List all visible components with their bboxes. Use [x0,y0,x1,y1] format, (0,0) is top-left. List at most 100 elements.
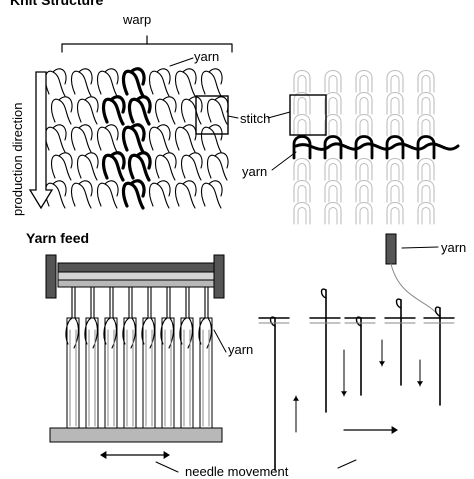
warp-loop [206,154,228,181]
weft-loop [324,113,342,137]
bed-arrow-right [163,451,170,459]
weft-loop-inner [390,207,400,225]
weft-loop-inner [390,75,400,93]
warp-loop [206,98,228,125]
needle-bed [49,427,223,443]
sequence-arrow [391,426,398,434]
roller-end-left [45,254,57,299]
warp-loop [174,126,196,153]
weft-loop [293,201,311,225]
weft-loop-inner [390,119,400,137]
callout-stitch [227,115,239,119]
weft-loop-inner [328,75,338,93]
warp-loop [200,70,222,97]
weft-loop [417,201,435,225]
warp-loop [70,182,92,209]
warp-loop-overlap [156,68,171,85]
warp-loop [121,125,145,154]
warp-loop [50,154,72,181]
weft-loop-inner [297,119,307,137]
warp-loop-overlap [78,68,93,85]
weft-loop [355,69,373,93]
weft-loop-inner [421,75,431,93]
roller-top [57,262,215,273]
needle-body [66,317,80,429]
warp-loop-overlap [84,96,99,113]
warp-loop [44,126,66,153]
weft-loop-inner [359,97,369,115]
warp-loop-overlap [156,180,171,197]
needle-sequence [258,233,455,471]
warp-loop [127,97,151,126]
weft-loop-inner [359,119,369,137]
weft-loop [324,201,342,225]
warp-loop-overlap [182,124,197,141]
warp-loop [200,126,222,153]
weft-loop [355,157,373,181]
needle-movement-label: needle movement [185,464,289,479]
warp-loop [96,126,118,153]
warp-loop-overlap [208,124,223,141]
needle-hook [320,288,327,299]
weft-loop [386,157,404,181]
needle-body [85,317,99,429]
warp-loop-overlap [78,180,93,197]
callout-needle-movement-left [155,461,179,473]
production-direction-label: production direction [10,102,25,216]
needle-groove [69,329,77,427]
warp-loop [101,153,125,182]
production-direction-arrow [28,71,54,210]
stitch-box-weft [289,94,327,136]
warp-loop-overlap [135,95,152,114]
warp-loop-overlap [156,124,171,141]
stitch-label: stitch [240,111,271,126]
needle-hook [434,306,441,317]
weft-loop [293,91,311,115]
weft-loop-inner [297,185,307,203]
warp-loop [180,154,202,181]
needle-up-arrow [293,396,299,401]
needle-groove [107,329,115,427]
roller-bottom [57,279,215,288]
warp-loop-overlap [58,96,73,113]
warp-loop [121,69,145,98]
warp-loop [70,126,92,153]
roller-middle [57,271,215,281]
warp-loop-overlap [84,152,99,169]
warp-loop-overlap [182,68,197,85]
warp-loop [154,154,176,181]
needle-hook [395,298,402,309]
stitch-box-warp [195,95,229,135]
needle-groove [164,329,172,427]
warp-loop [76,154,98,181]
weft-loop-inner [421,163,431,181]
guide-bar-machine [45,254,225,459]
weft-loop [386,91,404,115]
weft-loop [293,157,311,181]
needle-down-arrow [341,391,347,396]
warp-loop [127,153,151,182]
weft-loop-inner [390,163,400,181]
needle-body [123,317,137,429]
weft-loop-inner [359,163,369,181]
weft-loop-inner [359,185,369,203]
needle-groove [202,329,210,427]
yarn-spool [385,233,397,265]
warp-loop-overlap [129,123,146,142]
warp-loop [148,182,170,209]
warp-loop [76,98,98,125]
weft-loop-inner [421,97,431,115]
warp-loop-overlap [188,96,203,113]
weft-loop-inner [421,185,431,203]
needle-groove [183,329,191,427]
weft-loop [386,69,404,93]
weft-loop [324,157,342,181]
weft-loop [417,113,435,137]
warp-loop [101,97,125,126]
yarn-label-guide: yarn [228,342,254,357]
warp-loop-overlap [182,180,197,197]
warp-loop-overlap [52,180,67,197]
weft-loop-inner [328,163,338,181]
